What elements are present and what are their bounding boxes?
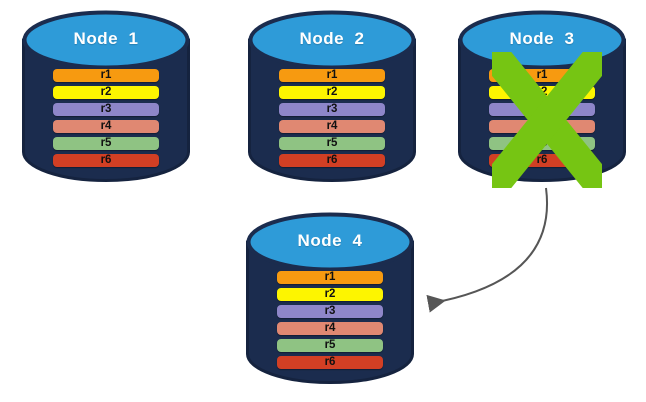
record-bar-list: r1 r2 r3 r4 r5 r6 — [458, 69, 626, 167]
record-bar-r4[interactable]: r4 — [489, 120, 595, 133]
record-bar-label: r3 — [326, 103, 338, 115]
cylinder-top-ellipse — [246, 212, 414, 272]
record-bar-r1[interactable]: r1 — [277, 271, 383, 284]
record-bar-label: r1 — [324, 271, 336, 283]
record-bar-r6[interactable]: r6 — [53, 154, 159, 167]
record-bar-r3[interactable]: r3 — [53, 103, 159, 116]
record-bar-r1[interactable]: r1 — [279, 69, 385, 82]
record-bar-label: r1 — [326, 69, 338, 81]
record-bar-r5[interactable]: r5 — [277, 339, 383, 352]
cylinder-top-ellipse — [22, 10, 190, 70]
record-bar-label: r4 — [100, 120, 112, 132]
failover-arrow-path — [426, 187, 548, 313]
record-bar-r4[interactable]: r4 — [53, 120, 159, 133]
record-bar-r2[interactable]: r2 — [53, 86, 159, 99]
record-bar-r4[interactable]: r4 — [279, 120, 385, 133]
record-bar-label: r1 — [536, 69, 548, 81]
record-bar-label: r2 — [536, 86, 548, 98]
record-bar-label: r4 — [324, 322, 336, 334]
record-bar-label: r5 — [326, 137, 338, 149]
record-bar-r3[interactable]: r3 — [279, 103, 385, 116]
record-bar-label: r6 — [324, 356, 336, 368]
record-bar-r6[interactable]: r6 — [279, 154, 385, 167]
cylinder-top-ellipse — [248, 10, 416, 70]
record-bar-label: r3 — [100, 103, 112, 115]
record-bar-r1[interactable]: r1 — [53, 69, 159, 82]
record-bar-list: r1 r2 r3 r4 r5 r6 — [248, 69, 416, 167]
record-bar-r5[interactable]: r5 — [53, 137, 159, 150]
record-bar-r2[interactable]: r2 — [279, 86, 385, 99]
record-bar-r5[interactable]: r5 — [489, 137, 595, 150]
record-bar-r6[interactable]: r6 — [489, 154, 595, 167]
record-bar-list: r1 r2 r3 r4 r5 r6 — [246, 271, 414, 369]
record-bar-label: r6 — [536, 154, 548, 166]
record-bar-label: r3 — [536, 103, 548, 115]
record-bar-label: r4 — [326, 120, 338, 132]
record-bar-label: r5 — [324, 339, 336, 351]
record-bar-r3[interactable]: r3 — [489, 103, 595, 116]
record-bar-label: r2 — [326, 86, 338, 98]
record-bar-r2[interactable]: r2 — [489, 86, 595, 99]
record-bar-r1[interactable]: r1 — [489, 69, 595, 82]
record-bar-list: r1 r2 r3 r4 r5 r6 — [22, 69, 190, 167]
record-bar-label: r2 — [324, 288, 336, 300]
record-bar-label: r5 — [536, 137, 548, 149]
record-bar-label: r6 — [100, 154, 112, 166]
record-bar-label: r1 — [100, 69, 112, 81]
record-bar-label: r5 — [100, 137, 112, 149]
record-bar-label: r3 — [324, 305, 336, 317]
record-bar-r4[interactable]: r4 — [277, 322, 383, 335]
record-bar-label: r6 — [326, 154, 338, 166]
record-bar-r3[interactable]: r3 — [277, 305, 383, 318]
cylinder-top-ellipse — [458, 10, 626, 70]
record-bar-label: r4 — [536, 120, 548, 132]
record-bar-r5[interactable]: r5 — [279, 137, 385, 150]
record-bar-r2[interactable]: r2 — [277, 288, 383, 301]
record-bar-r6[interactable]: r6 — [277, 356, 383, 369]
record-bar-label: r2 — [100, 86, 112, 98]
